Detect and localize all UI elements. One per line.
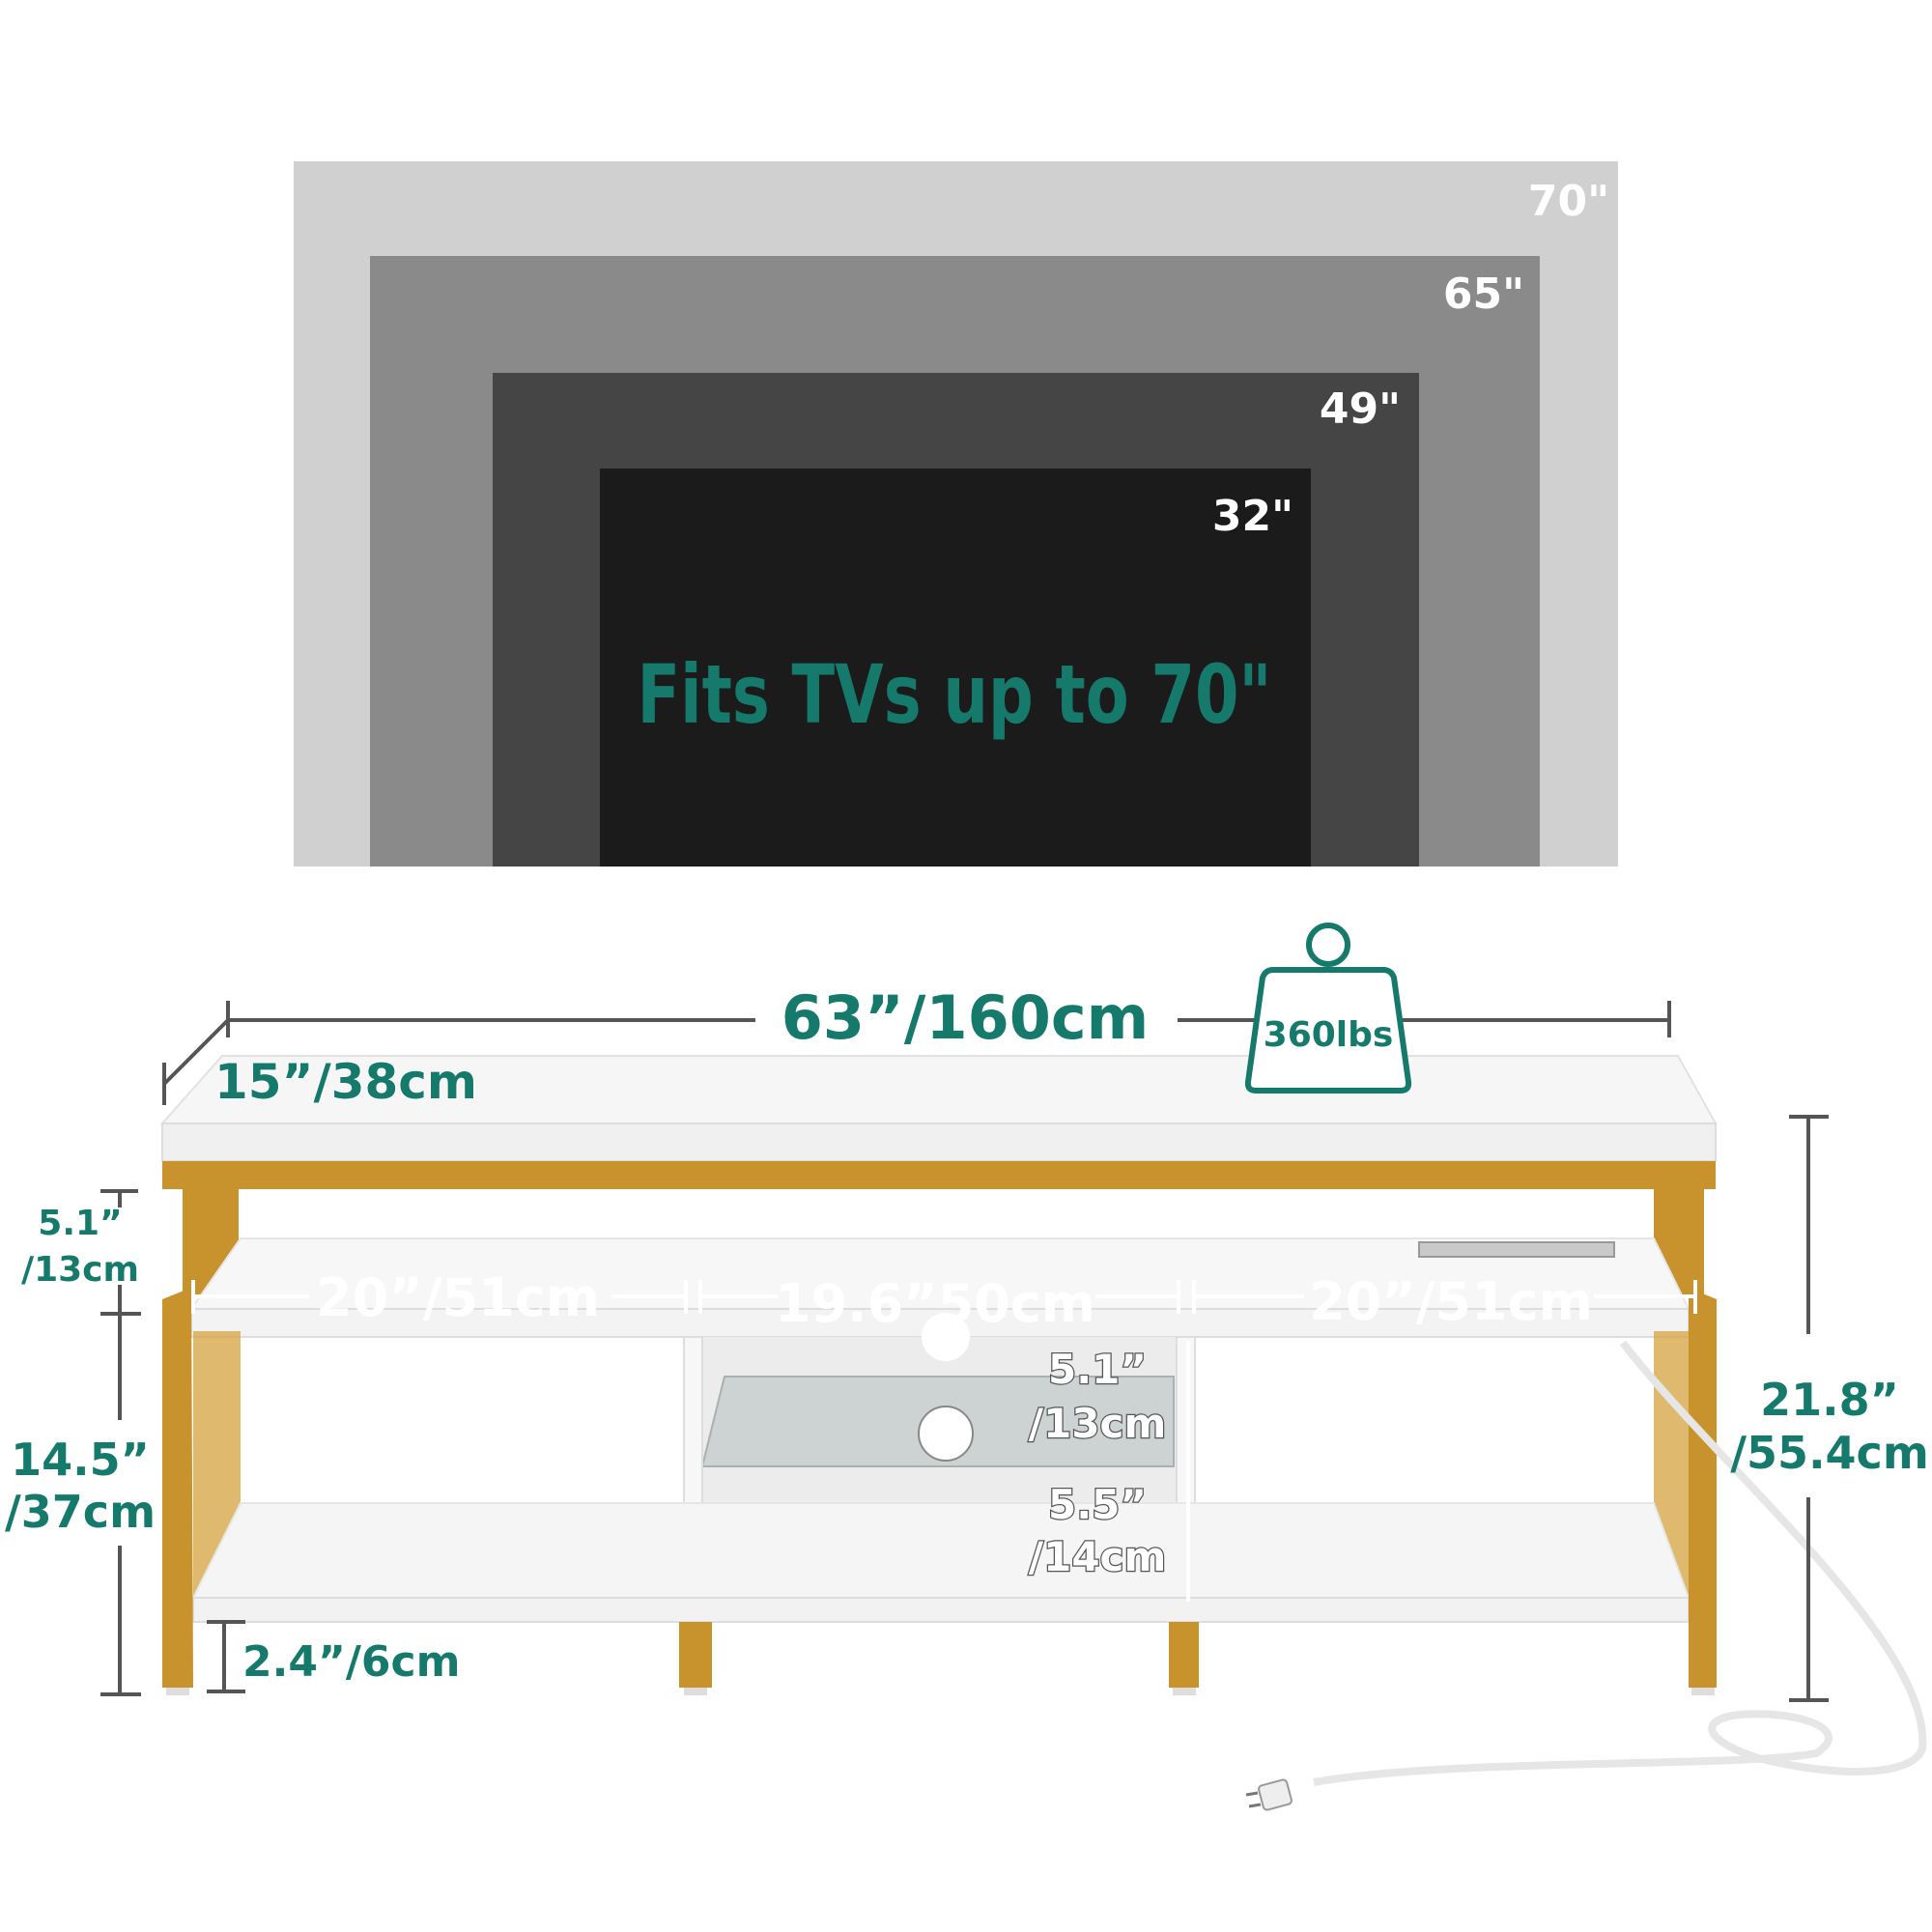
tv-49-label: 49" [1320,384,1401,434]
plug-icon [1245,1778,1293,1811]
center-lower-cm-label: /14cm [1029,1533,1166,1580]
tv-32-rect [600,469,1311,867]
top-gap-in-label: 5.1” [38,1204,122,1243]
foot [684,1688,707,1695]
gold-apron [162,1161,1716,1189]
foot [1173,1688,1196,1695]
tv-stand [159,1055,1927,1811]
bottom-shelf-edge [192,1597,1690,1623]
bottom-shelf-surface [191,1502,1690,1599]
power-strip [1418,1241,1615,1258]
center-upper-cm-label: /13cm [1029,1400,1166,1447]
weight-capacity-label: 360lbs [1264,1015,1394,1055]
total-height-in-label: 21.8” [1760,1374,1899,1426]
headline: Fits TVs up to 70" [638,647,1272,742]
top-gap-cm-label: /13cm [21,1250,139,1290]
center-lower-in-label: 5.5” [1048,1481,1147,1528]
depth-label: 15”/38cm [214,1054,477,1110]
power-cord [1313,1340,1927,1786]
front-leg-left [162,1288,193,1688]
left-compartment-label: 20”/51cm [316,1267,600,1328]
width-label: 63”/160cm [781,982,1149,1053]
cable-hole-lower [918,1406,974,1462]
tv-size-comparison: 70" 65" 49" 32" Fits TVs up to 70" [294,161,1618,867]
tv-70-label: 70" [1528,177,1609,226]
foot [1691,1688,1715,1695]
total-height-cm-label: /55.4cm [1730,1427,1929,1479]
lower-height-in-label: 14.5” [11,1434,150,1486]
weight-capacity-icon: 360lbs [1244,923,1412,1094]
center-compartment-label: 19.6”50cm [775,1273,1095,1334]
right-compartment-label: 20”/51cm [1309,1271,1593,1332]
leg-height-label: 2.4”/6cm [242,1637,460,1687]
lower-height-cm-label: /37cm [5,1486,156,1538]
middle-leg-right [1169,1622,1199,1688]
tabletop-edge [161,1122,1717,1162]
dimension-lines [100,1001,1829,1702]
front-leg-right [1689,1288,1717,1688]
center-upper-in-label: 5.1” [1048,1346,1147,1393]
cable-hole-upper [922,1313,970,1361]
foot [166,1688,189,1695]
tv-65-label: 65" [1443,270,1524,319]
middle-leg-left [679,1622,712,1688]
tv-32-label: 32" [1212,492,1293,541]
